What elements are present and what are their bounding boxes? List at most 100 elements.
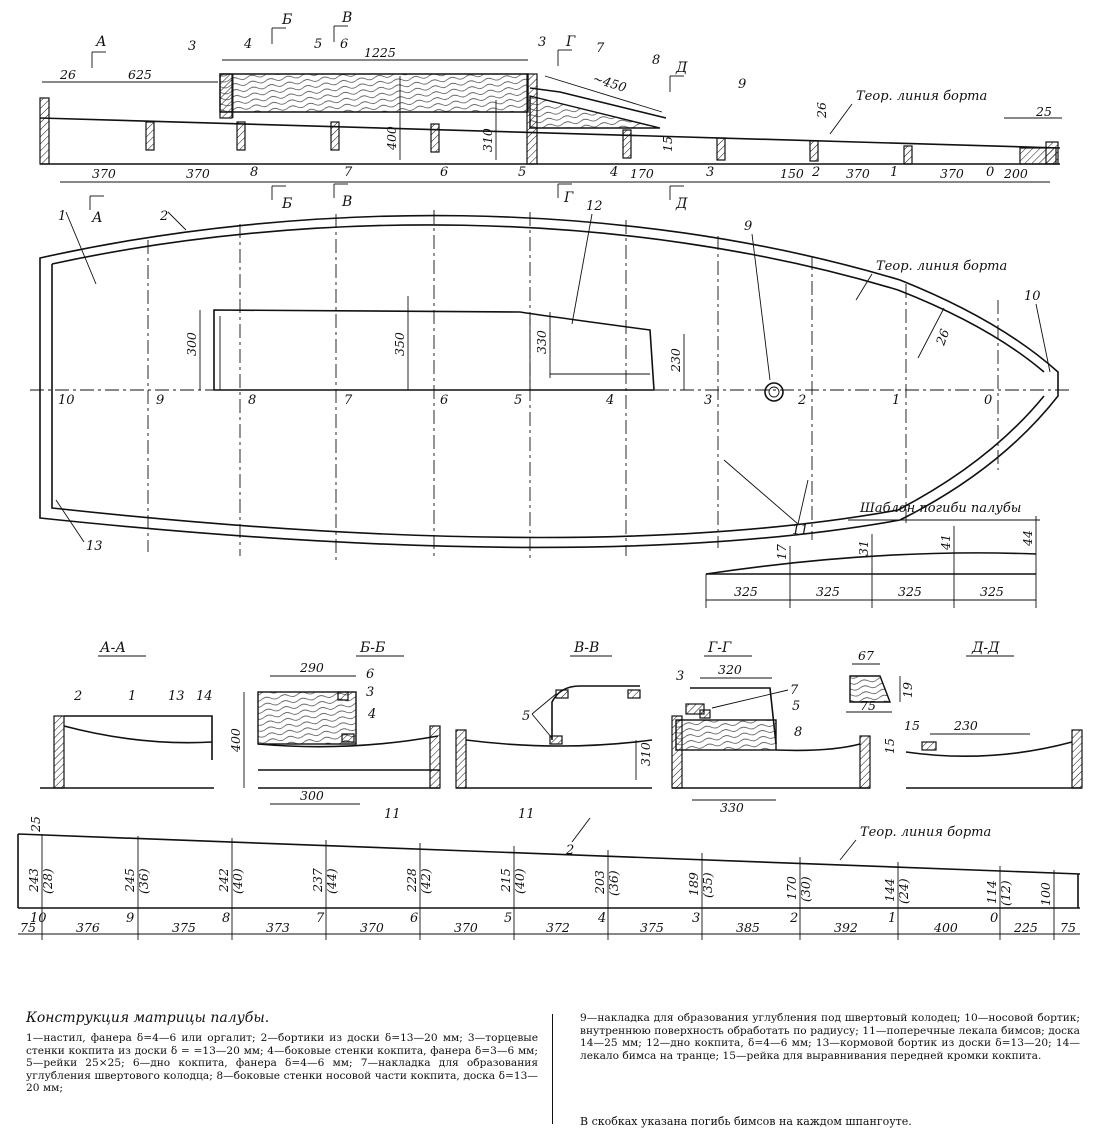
board-h-end: 100 <box>1038 882 1053 906</box>
vv-dim-310: 310 <box>638 742 653 766</box>
board-c-9: (36) <box>136 868 151 894</box>
board-span-0: 75 <box>20 920 36 935</box>
board-st-2: 2 <box>789 911 798 926</box>
plan-dim-26: 26 <box>932 327 952 348</box>
side-board-profile: 25 2 Теор. линия борта 243 245 242 237 2… <box>17 816 1081 940</box>
plan-part-1: 1 <box>58 209 66 224</box>
side-station-1: 1 <box>890 165 898 180</box>
caption-divider <box>552 1014 553 1124</box>
board-st-5: 5 <box>504 911 512 926</box>
dim-15: 15 <box>660 136 675 152</box>
span-150: 150 <box>780 166 804 181</box>
gg-part-8: 8 <box>794 725 802 740</box>
side-part-6: 6 <box>340 37 348 52</box>
bb-part-11: 11 <box>384 807 401 822</box>
board-st-4: 4 <box>597 911 606 926</box>
vv-part-5: 5 <box>522 709 530 724</box>
board-span-6: 372 <box>546 920 570 935</box>
board-h-0: 114 <box>984 880 999 904</box>
bb-dim-400: 400 <box>228 728 243 753</box>
template-h-41: 41 <box>938 534 953 551</box>
board-h-6: 228 <box>404 868 419 893</box>
side-part-5: 5 <box>314 37 322 52</box>
board-span-12: 75 <box>1060 920 1076 935</box>
section-GG: Г-Г 320 330 3 7 5 8 <box>671 640 871 815</box>
board-h-8: 242 <box>216 868 231 893</box>
section-mark-V-bottom: В <box>341 194 352 210</box>
board-span-9: 392 <box>834 920 858 935</box>
side-station-4: 4 <box>609 165 618 180</box>
plan-station-4: 4 <box>605 393 614 408</box>
template-title: Шаблон погиби палубы <box>859 501 1021 516</box>
side-part-8: 8 <box>652 53 660 68</box>
legend-right: 9—накладка для образования углубления по… <box>580 1012 1080 1062</box>
dd-dim-67: 67 <box>858 648 874 663</box>
dim-450: ~450 <box>591 71 628 95</box>
dim-26b: 26 <box>814 102 829 119</box>
bb-dim-300: 300 <box>300 788 324 803</box>
board-c-3: (35) <box>700 872 715 898</box>
board-span-7: 375 <box>640 920 664 935</box>
plan-dim-350: 350 <box>392 332 407 356</box>
plan-station-2: 2 <box>797 393 806 408</box>
span-370-d: 370 <box>940 166 964 181</box>
board-c-8: (40) <box>230 868 245 894</box>
plan-part-13: 13 <box>86 539 103 554</box>
plan-station-9: 9 <box>156 393 164 408</box>
dd-dim-15a: 15 <box>904 718 920 733</box>
board-h-10: 243 <box>26 868 41 893</box>
vv-part-11: 11 <box>518 807 535 822</box>
plan-station-8: 8 <box>248 393 256 408</box>
dim-1225: 1225 <box>364 45 396 60</box>
gg-part-3: 3 <box>676 669 684 684</box>
board-h-7: 237 <box>310 868 325 893</box>
plan-station-10: 10 <box>58 393 75 408</box>
plan-part-10: 10 <box>1024 289 1041 304</box>
board-st-8: 8 <box>222 911 230 926</box>
section-mark-G-bottom: Г <box>563 190 574 206</box>
plan-station-6: 6 <box>440 393 448 408</box>
legend-left: 1—настил, фанера δ=4—6 или оргалит; 2—бо… <box>26 1032 538 1095</box>
plan-station-7: 7 <box>344 393 353 408</box>
aa-part-2: 2 <box>73 689 82 704</box>
section-mark-V-top: В <box>341 10 352 26</box>
board-top-25: 25 <box>28 816 43 833</box>
plan-station-0: 0 <box>984 393 992 408</box>
board-st-0: 0 <box>990 911 998 926</box>
section-AA: А-А 2 1 13 14 <box>40 640 214 789</box>
section-BB-title: Б-Б <box>359 640 385 656</box>
side-part-9: 9 <box>738 77 746 92</box>
board-st-9: 9 <box>126 911 134 926</box>
dim-26: 26 <box>59 67 76 82</box>
section-BB: Б-Б 290 400 300 6 3 4 11 <box>228 640 441 822</box>
camber-template: Шаблон погиби палубы 17 31 41 44 325 325… <box>705 501 1040 608</box>
side-station-7: 7 <box>344 165 353 180</box>
board-line-label: Теор. линия борта <box>860 825 991 840</box>
section-DD-title: Д-Д <box>971 640 1000 656</box>
section-AA-title: А-А <box>99 640 126 656</box>
span-370-c: 370 <box>846 166 870 181</box>
section-mark-A-top: А <box>95 34 107 50</box>
side-part-3a: 3 <box>188 39 196 54</box>
template-h-17: 17 <box>774 544 789 560</box>
board-c-0: (12) <box>998 880 1013 906</box>
board-st-10: 10 <box>30 911 47 926</box>
bb-dim-290: 290 <box>299 660 324 675</box>
board-c-2: (30) <box>798 876 813 902</box>
dim-25: 25 <box>1035 104 1052 119</box>
dd-dim-15b: 15 <box>882 738 897 754</box>
section-mark-G-top: Г <box>565 34 576 50</box>
side-station-8: 8 <box>250 165 258 180</box>
side-part-4: 4 <box>243 37 252 52</box>
dd-dim-19: 19 <box>900 682 915 698</box>
board-span-1: 376 <box>76 920 100 935</box>
plan-part-2: 2 <box>159 209 168 224</box>
aa-part-14: 14 <box>196 689 213 704</box>
side-part-7: 7 <box>596 41 605 56</box>
plan-part-12: 12 <box>586 199 603 214</box>
gg-dim-330: 330 <box>720 800 744 815</box>
gg-part-5: 5 <box>792 699 800 714</box>
section-mark-D-top: Д <box>675 60 688 76</box>
bb-part-6: 6 <box>366 667 374 682</box>
section-mark-A-bottom: А <box>91 210 103 226</box>
